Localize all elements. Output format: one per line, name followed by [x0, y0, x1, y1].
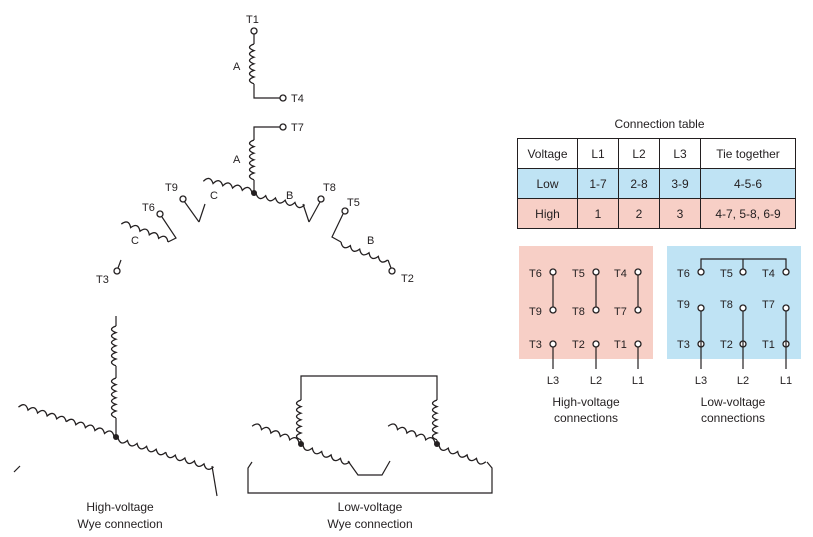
terminal-label-t2: T2 [401, 273, 414, 285]
terminal-label-t6: T6 [142, 202, 155, 214]
terminal-label-t9: T9 [165, 182, 178, 194]
connection-table-header-row: Voltage L1 L2 L3 Tie together [517, 138, 796, 169]
caption-low-panel-line2: connections [701, 411, 765, 425]
caption-low-wye-line1: Low-voltage [338, 500, 403, 514]
cell-high-voltage: High [517, 198, 578, 229]
wye-winding-label-a: A [233, 154, 241, 166]
lv-line-l2: L2 [737, 375, 749, 387]
lv-label-t6: T6 [677, 268, 690, 280]
connection-table: Voltage L1 L2 L3 Tie together Low 1-7 2-… [517, 138, 796, 229]
lv-label-t9: T9 [677, 299, 690, 311]
lv-label-t5: T5 [720, 268, 733, 280]
lv-label-t7: T7 [762, 299, 775, 311]
wye-winding-label-b: B [286, 190, 293, 202]
hv-label-t1: T1 [614, 339, 627, 351]
hv-label-t5: T5 [572, 268, 585, 280]
lv-label-t8: T8 [720, 299, 733, 311]
cell-high-l3: 3 [659, 198, 701, 229]
caption-low-panel-line1: Low-voltage [701, 395, 766, 409]
lv-label-t3: T3 [677, 339, 690, 351]
wye-winding-label-c: C [210, 190, 218, 202]
cell-high-l2: 2 [618, 198, 660, 229]
caption-low-wye-line2: Wye connection [327, 517, 412, 531]
terminal-label-t8: T8 [323, 182, 336, 194]
header-l1: L1 [577, 138, 619, 169]
hv-line-l3: L3 [547, 375, 559, 387]
caption-high-panel-line2: connections [554, 411, 618, 425]
terminal-t1 [250, 27, 258, 35]
lv-label-t4: T4 [762, 268, 775, 280]
terminal-t5 [341, 207, 349, 215]
low-voltage-wye-schematic: Low-voltage Wye connection [247, 375, 493, 531]
hv-label-t2: T2 [572, 339, 585, 351]
lv-line-l3: L3 [695, 375, 707, 387]
winding-a-coil [248, 43, 255, 85]
header-voltage: Voltage [517, 138, 578, 169]
header-tie-together: Tie together [700, 138, 796, 169]
hv-line-l2: L2 [590, 375, 602, 387]
cell-high-l1: 1 [577, 198, 619, 229]
terminal-t2 [388, 267, 396, 275]
terminal-label-t4: T4 [291, 93, 304, 105]
cell-high-tie: 4-7, 5-8, 6-9 [700, 198, 796, 229]
connection-table-row-high: High 1 2 3 4-7, 5-8, 6-9 [517, 198, 796, 229]
low-voltage-connection-panel: T6 T5 T4 T9 T8 T7 T3 T2 T1 L3 L2 L1 Low-… [667, 246, 801, 425]
hv-label-t7: T7 [614, 306, 627, 318]
low-panel-background [667, 246, 801, 359]
caption-high-wye-line2: Wye connection [77, 517, 162, 531]
high-voltage-wye-schematic: High-voltage Wye connection [13, 316, 218, 531]
hv-label-t4: T4 [614, 268, 627, 280]
terminal-label-t7: T7 [291, 122, 304, 134]
terminal-t8 [317, 195, 325, 203]
nine-lead-wye: T7 A T9 C T8 B T6 T3 C [96, 122, 414, 286]
lv-label-t2: T2 [720, 339, 733, 351]
star-point [251, 190, 257, 196]
lv-line-l1: L1 [780, 375, 792, 387]
terminal-t7 [279, 123, 287, 131]
cell-low-l2: 2-8 [618, 168, 660, 199]
hv-label-t9: T9 [529, 306, 542, 318]
header-l2: L2 [618, 138, 660, 169]
connection-table-row-low: Low 1-7 2-8 3-9 4-5-6 [517, 168, 796, 199]
high-voltage-connection-panel: T6 T5 T4 T9 T8 T7 T3 T2 T1 L3 L2 L1 High… [519, 246, 653, 425]
terminal-label-t5: T5 [347, 197, 360, 209]
caption-high-wye-line1: High-voltage [86, 500, 154, 514]
wye-winding-a-coil [248, 139, 255, 181]
terminal-t6 [156, 210, 164, 218]
high-wye-star-point [113, 434, 119, 440]
hv-label-t3: T3 [529, 339, 542, 351]
terminal-label-t3: T3 [96, 274, 109, 286]
terminal-t3 [113, 267, 121, 275]
single-winding-a: T1 A T4 [233, 14, 304, 105]
cell-low-l1: 1-7 [577, 168, 619, 199]
winding-label-a: A [233, 61, 241, 73]
hv-label-t8: T8 [572, 306, 585, 318]
cell-low-tie: 4-5-6 [700, 168, 796, 199]
lv-label-t1: T1 [762, 339, 775, 351]
header-l3: L3 [659, 138, 701, 169]
terminal-t4 [279, 94, 287, 102]
outer-winding-label-b: B [367, 235, 374, 247]
hv-label-t6: T6 [529, 268, 542, 280]
connection-table-title: Connection table [614, 117, 705, 131]
terminal-t9 [179, 195, 187, 203]
outer-winding-label-c: C [131, 235, 139, 247]
terminal-label-t1: T1 [246, 14, 259, 26]
cell-low-l3: 3-9 [659, 168, 701, 199]
cell-low-voltage: Low [517, 168, 578, 199]
high-panel-background [519, 246, 653, 359]
caption-high-panel-line1: High-voltage [552, 395, 620, 409]
hv-line-l1: L1 [632, 375, 644, 387]
